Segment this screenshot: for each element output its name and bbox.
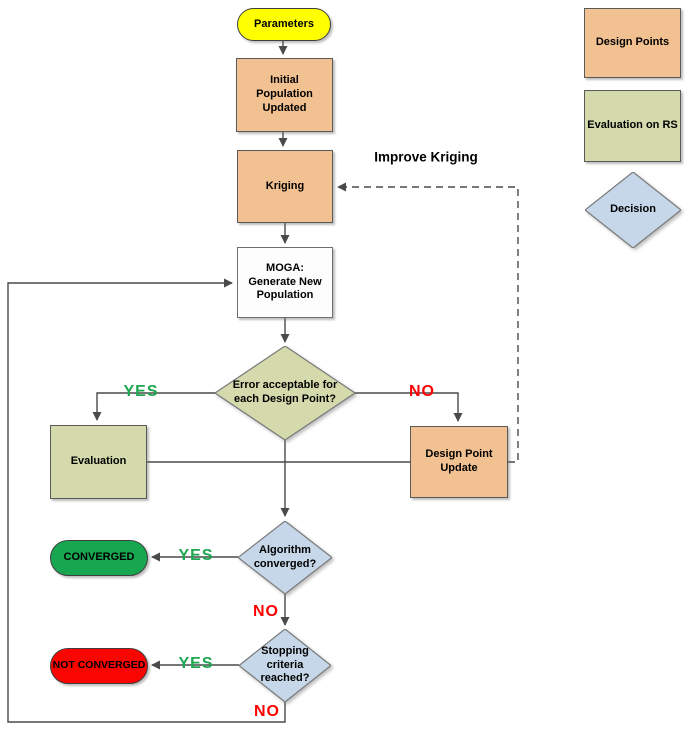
diamond-shape-icon — [215, 346, 355, 440]
legend-decision-label: Decision — [610, 203, 656, 216]
legend-evaluation-rs-label: Evaluation on RS — [587, 119, 678, 132]
node-not-converged-label: NOT CONVERGED — [52, 659, 146, 672]
node-evaluation: Evaluation — [50, 425, 147, 499]
node-moga-label: MOGA: Generate New Population — [248, 261, 322, 302]
legend-item-design-points: Design Points — [584, 8, 681, 78]
node-design-point-update: Design Point Update — [410, 426, 508, 498]
node-kriging: Kriging — [237, 150, 333, 223]
node-converged-label: CONVERGED — [63, 551, 135, 564]
node-converged: CONVERGED — [50, 540, 148, 576]
label-yes-converged: YES — [178, 547, 214, 564]
node-evaluation-label: Evaluation — [70, 455, 127, 468]
label-no-error: NO — [409, 383, 435, 400]
label-yes-stopping: YES — [178, 655, 214, 672]
diamond-shape-icon — [585, 172, 681, 248]
decision-stopping-criteria-label: Stopping criteria reached? — [260, 644, 310, 685]
node-parameters: Parameters — [237, 8, 331, 41]
node-design-point-update-label: Design Point Update — [425, 448, 493, 474]
legend-item-evaluation-rs: Evaluation on RS — [584, 90, 681, 162]
label-no-stopping: NO — [254, 703, 280, 720]
node-initial-population: Initial Population Updated — [236, 58, 333, 132]
diamond-shape-icon — [238, 521, 332, 594]
label-yes-error: YES — [123, 383, 159, 400]
node-not-converged: NOT CONVERGED — [50, 648, 148, 684]
node-moga: MOGA: Generate New Population — [237, 247, 333, 318]
label-improve-kriging: Improve Kriging — [374, 149, 478, 165]
decision-stopping-criteria: Stopping criteria reached? — [239, 629, 331, 702]
decision-algorithm-converged: Algorithm converged? — [238, 521, 332, 594]
decision-error-acceptable-label: Error acceptable for each Design Point? — [232, 379, 338, 405]
legend-item-decision: Decision — [585, 172, 681, 248]
node-kriging-label: Kriging — [265, 179, 305, 192]
diamond-shape-icon — [239, 629, 331, 702]
decision-algorithm-converged-label: Algorithm converged? — [253, 543, 317, 570]
edge-dpu-kriging-dashed — [337, 182, 519, 463]
edge-error-dpu — [355, 392, 463, 422]
label-no-converged: NO — [253, 603, 279, 620]
decision-error-acceptable: Error acceptable for each Design Point? — [215, 346, 355, 440]
node-initial-population-label: Initial Population Updated — [256, 74, 313, 114]
node-parameters-label: Parameters — [254, 17, 314, 30]
legend-design-points-label: Design Points — [595, 36, 670, 49]
